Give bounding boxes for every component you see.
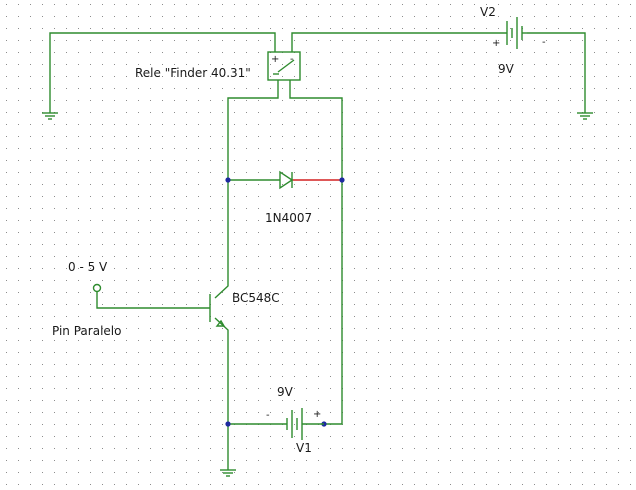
battery-v2-plus: + [492,38,500,49]
junction-dot [225,421,231,427]
battery-v2[interactable]: V2 9V + - [480,5,546,76]
relay-switch-icon[interactable] [267,51,301,81]
transistor-name: BC548C [232,291,280,305]
wire-right-rail[interactable] [324,180,343,425]
diode-name: 1N4007 [265,211,312,225]
relay-plus-mark: + [271,54,279,65]
emitter-arrow [215,319,226,327]
battery-v1[interactable]: 9V V1 - + [266,385,324,455]
ground-bottom [220,469,236,477]
junction-dot [225,177,231,183]
battery-v2-value: 9V [498,62,515,76]
wire-collector[interactable] [214,180,229,299]
relay-label: Rele "Finder 40.31" [135,66,251,80]
ground-left [42,112,58,120]
wire-emitter[interactable] [214,317,229,424]
battery-v1-name: V1 [296,441,312,455]
input-voltage-range: 0 - 5 V [68,260,108,274]
grid-dots [6,4,631,485]
battery-v2-minus: - [542,37,546,48]
relay-minus-mark: - [290,54,294,65]
input-pin-label: Pin Paralelo [52,324,121,338]
input-terminal-icon[interactable] [92,283,102,293]
wire-relay-coil-right[interactable] [289,80,343,180]
relay-contact [277,59,295,73]
relay[interactable]: + - Rele "Finder 40.31" [135,51,301,81]
battery-v1-value: 9V [277,385,294,399]
diode-icon[interactable] [279,170,294,190]
transistor[interactable]: BC548C [209,291,280,327]
wire-relay-left-ground[interactable] [49,32,276,113]
wire-input-base[interactable] [96,291,210,309]
wire-relay-coil-left[interactable] [227,80,279,180]
wires [49,32,586,470]
ground-right [577,112,593,120]
input-terminal[interactable]: 0 - 5 V Pin Paralelo [52,260,121,338]
battery-v2-name: V2 [480,5,496,19]
battery-v1-minus: - [266,410,270,421]
junction-dot [339,177,345,183]
wire-relay-to-v2-plus[interactable] [291,32,507,52]
diode[interactable]: 1N4007 [265,170,312,225]
wire-v2-minus-ground[interactable] [527,32,586,113]
battery-v1-plus: + [313,409,321,420]
